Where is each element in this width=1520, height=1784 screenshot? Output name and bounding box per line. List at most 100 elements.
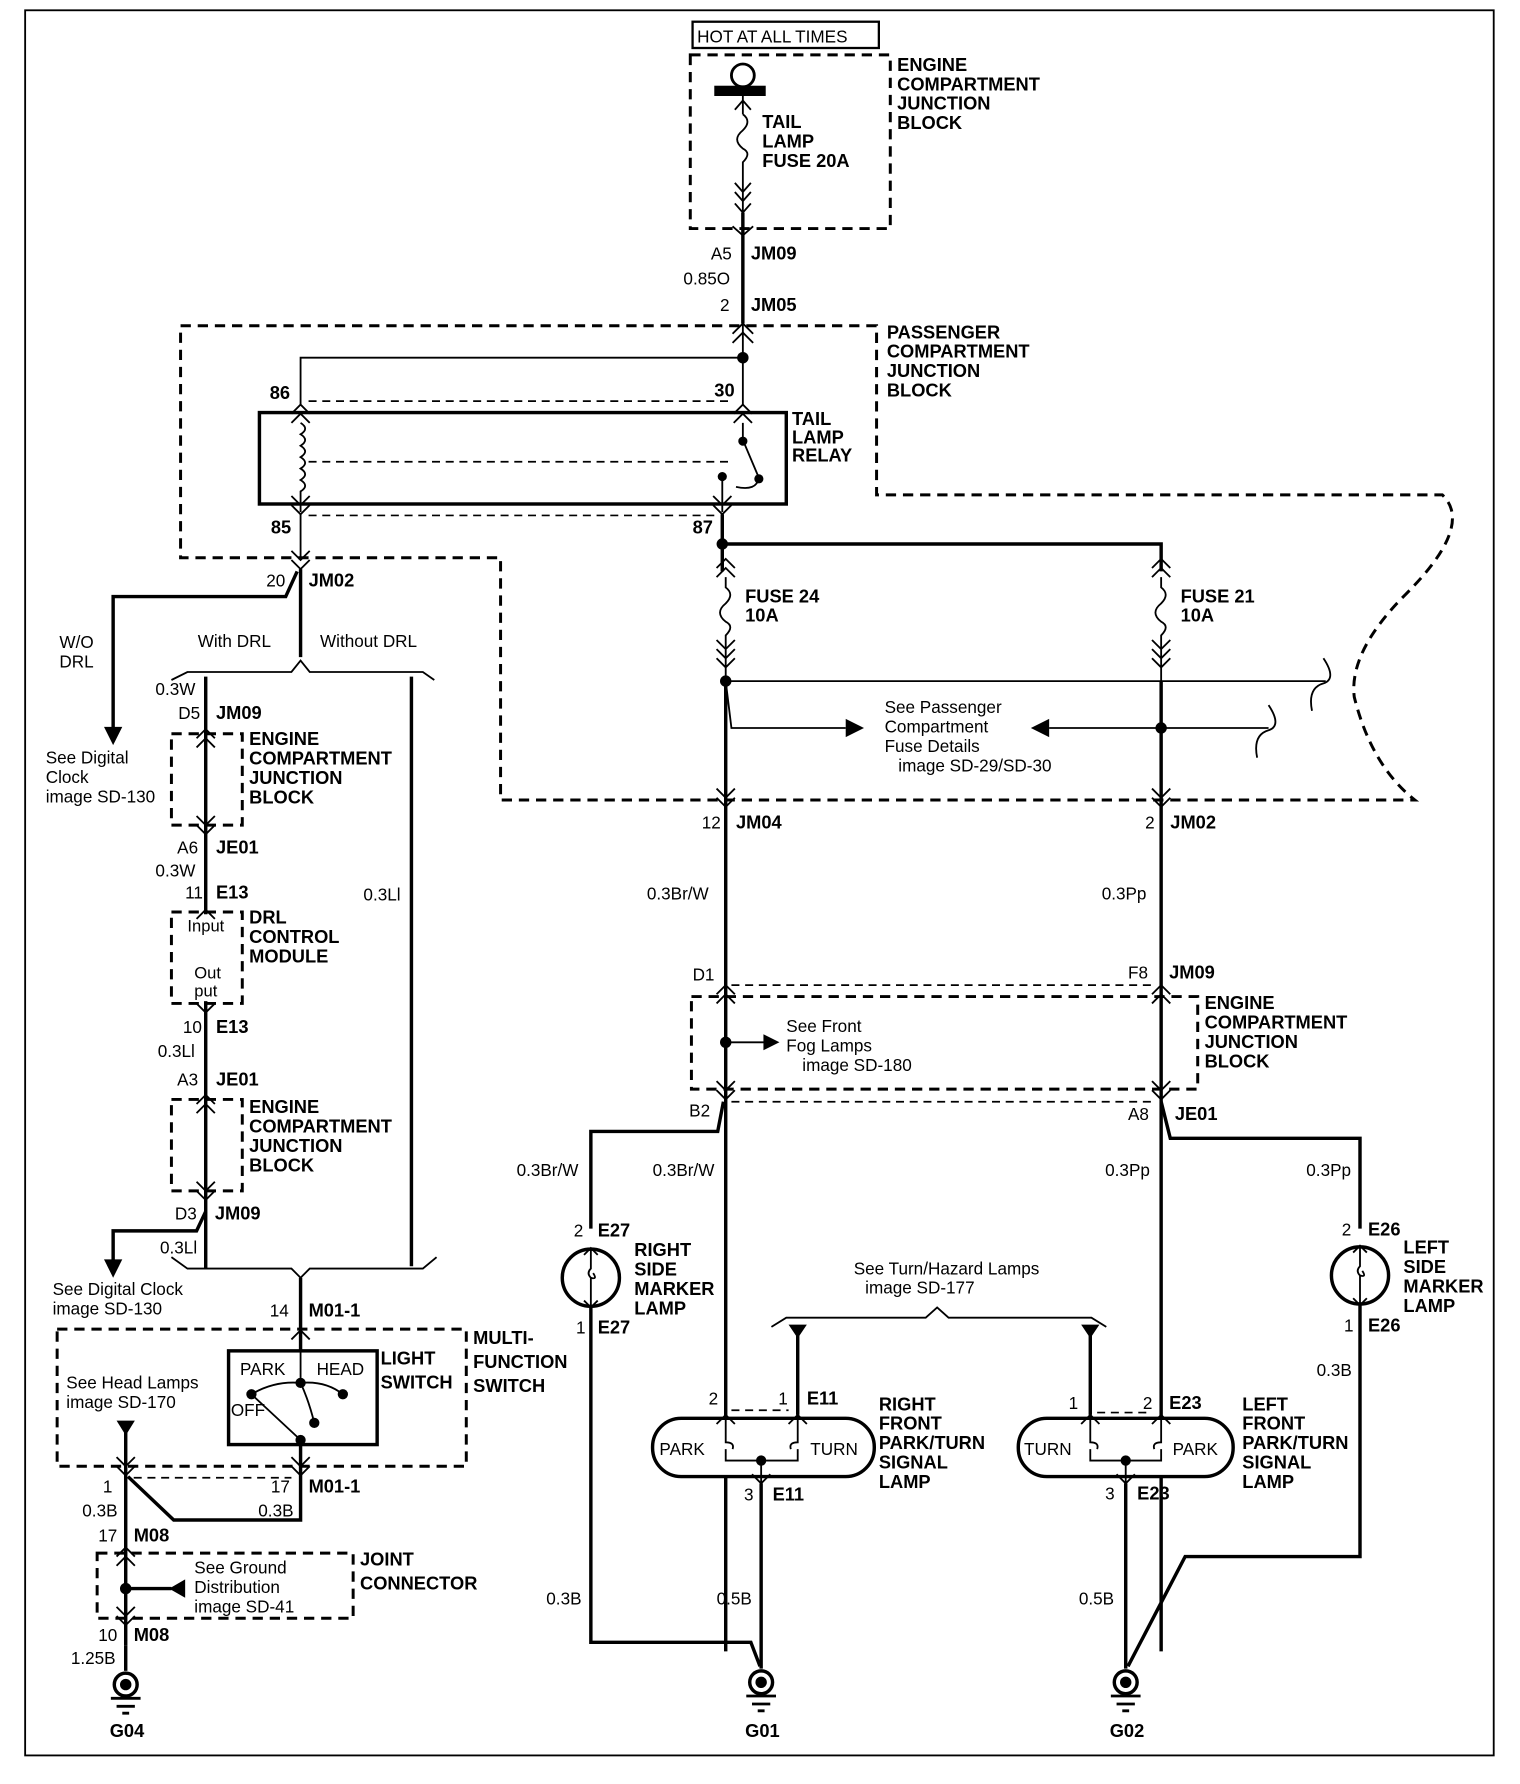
pin-10: 10 xyxy=(183,1017,202,1037)
connector-label-e13-in: E13 xyxy=(216,881,249,902)
connector-label-jm09-d5: JM09 xyxy=(216,702,262,723)
wire-0-3w-b: 0.3W xyxy=(155,861,196,881)
fog-lamp-arrow-icon xyxy=(763,1034,780,1051)
pin-17-m08: 17 xyxy=(98,1526,117,1546)
label-line: SIDE xyxy=(1403,1256,1446,1277)
label-line: Out xyxy=(194,963,221,982)
fuse-21-icon xyxy=(1151,557,1171,684)
switch-contact-common xyxy=(295,1434,306,1446)
label-line: ENGINE xyxy=(249,728,319,749)
power-source-box xyxy=(691,20,880,50)
fuse-detail-wire-left xyxy=(724,681,846,729)
label-line: FUNCTION xyxy=(473,1351,567,1372)
wire-0-3pp-a: 0.3Pp xyxy=(1102,883,1147,903)
drl-merge-brace xyxy=(170,1256,438,1280)
wire-1-25b: 1.25B xyxy=(71,1648,116,1668)
label-line: LEFT xyxy=(1242,1393,1288,1414)
tail-lamp-fuse-icon xyxy=(734,96,752,214)
label-line: LAMP xyxy=(879,1471,931,1492)
label-line: COMPARTMENT xyxy=(249,748,392,769)
without-drl-label: Without DRL xyxy=(320,631,417,651)
label-line: ENGINE xyxy=(897,54,967,75)
label-line: See Digital Clock xyxy=(53,1279,184,1299)
connector-label-jm09-d3: JM09 xyxy=(215,1202,261,1223)
label-line: Fog Lamps xyxy=(786,1035,872,1055)
label-line: DRL xyxy=(249,906,287,927)
right-front-lamp-body xyxy=(650,1416,876,1479)
right-side-marker-lamp-icon xyxy=(560,1246,622,1309)
drl-input-label: Input xyxy=(187,916,224,935)
connector-label-jm04: JM04 xyxy=(736,812,783,833)
switch-contact-blade[interactable] xyxy=(309,1417,320,1428)
label-line: TAIL xyxy=(762,111,801,132)
label-line: LIGHT xyxy=(381,1348,436,1369)
label-line: 10A xyxy=(1181,605,1215,626)
switch-contact-park[interactable] xyxy=(295,1377,306,1388)
label-line: TAIL xyxy=(792,408,831,429)
label-line: image SD-130 xyxy=(46,786,155,806)
with-drl-label: With DRL xyxy=(198,631,271,651)
label-line: JUNCTION xyxy=(1205,1031,1298,1052)
contact-dot xyxy=(717,472,727,482)
pin-30: 30 xyxy=(714,380,734,401)
left-marker-ground-wire xyxy=(1126,1305,1362,1668)
pin-2-e23: 2 xyxy=(1143,1393,1153,1413)
pin-1-sw: 1 xyxy=(103,1477,113,1497)
left-lamp-turn: TURN xyxy=(1024,1439,1072,1459)
switch-contact-off[interactable] xyxy=(246,1389,257,1400)
label-line: FUSE 24 xyxy=(745,585,820,606)
label-line: RIGHT xyxy=(879,1393,936,1414)
connector-label-je01-a8: JE01 xyxy=(1175,1103,1218,1124)
tail-lamp-relay-box xyxy=(257,410,788,506)
ground-g01-label: G01 xyxy=(745,1720,780,1741)
pin-12: 12 xyxy=(702,813,721,833)
connector-label-e27-top: E27 xyxy=(598,1220,631,1241)
left-marker-wire xyxy=(1159,1101,1362,1229)
label-line: See Ground xyxy=(194,1558,286,1578)
relay-coil-icon xyxy=(290,403,311,516)
connector-label-jm05: JM05 xyxy=(751,294,797,315)
label-line: JOINT xyxy=(360,1549,414,1570)
connector-label-e23-bot: E23 xyxy=(1137,1482,1170,1503)
connector-label-e23-top: E23 xyxy=(1169,1392,1202,1413)
connector-label-e26-top: E26 xyxy=(1368,1218,1401,1239)
ground-g01-icon xyxy=(746,1669,776,1713)
splice-dot xyxy=(737,352,749,364)
label-line: image SD-130 xyxy=(53,1298,162,1318)
label-line: Distribution xyxy=(194,1577,280,1597)
connector-icon xyxy=(715,983,1171,1101)
label-line: LAMP xyxy=(1403,1295,1455,1316)
fuse-detail-arrow-left-icon xyxy=(1030,718,1050,738)
connector-icon xyxy=(115,1546,136,1627)
pin-14: 14 xyxy=(270,1301,290,1321)
connector-icon xyxy=(195,727,216,836)
pin-2-jm02: 2 xyxy=(1145,813,1155,833)
connector-label-je01-a3: JE01 xyxy=(216,1069,259,1090)
joint-connector-boundary xyxy=(95,1551,355,1620)
wire-0-3b-g01: 0.3B xyxy=(546,1589,581,1609)
relay-85-wire xyxy=(290,514,311,571)
pin-1-e11: 1 xyxy=(778,1389,788,1409)
label-line: LAMP xyxy=(792,426,844,447)
ground-g04-icon xyxy=(110,1671,141,1715)
switch-contact-head[interactable] xyxy=(337,1389,348,1400)
ground-g02-label: G02 xyxy=(1110,1720,1145,1741)
label-line: LAMP xyxy=(634,1297,686,1318)
label-line: image SD-180 xyxy=(802,1055,911,1075)
label-line: RELAY xyxy=(792,445,852,466)
label-line: SIDE xyxy=(634,1258,677,1279)
drl-option-brace xyxy=(171,659,435,681)
pin-d3: D3 xyxy=(175,1203,197,1223)
connector-icon xyxy=(115,1456,311,1477)
left-side-marker-lamp-icon xyxy=(1329,1244,1391,1307)
label-line: COMPARTMENT xyxy=(897,73,1040,94)
label-line: 10A xyxy=(745,605,779,626)
wire-0-3ll-b: 0.3Ll xyxy=(160,1238,197,1258)
turn-hazard-brace xyxy=(770,1306,1107,1328)
label-line: Fuse Details xyxy=(885,736,980,756)
